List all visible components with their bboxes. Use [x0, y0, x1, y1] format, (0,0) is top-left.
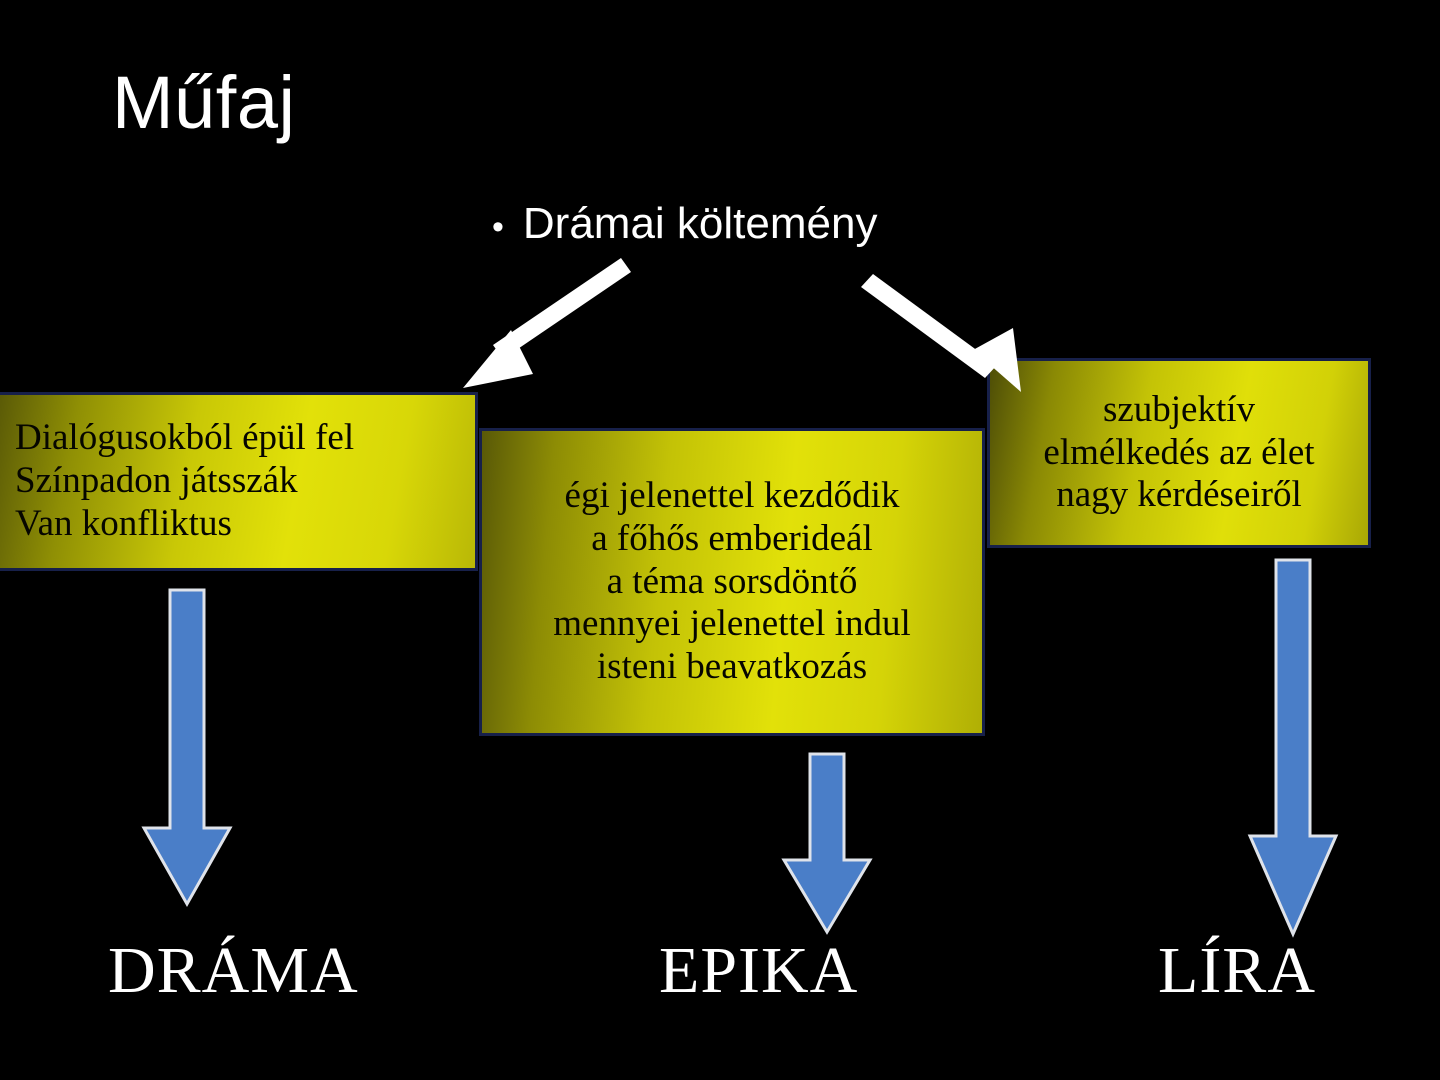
blue-arrow-down-lira-icon — [1238, 558, 1348, 943]
info-box-epika: égi jelenettel kezdődik a főhős emberide… — [479, 428, 985, 736]
blue-arrow-down-epika-icon — [772, 752, 882, 941]
info-box-lira-line-2: elmélkedés az élet — [1043, 431, 1315, 473]
page-title: Műfaj — [112, 61, 296, 144]
blue-arrow-down-drama-icon — [132, 588, 242, 913]
info-box-drama-line-2: Színpadon játsszák — [15, 460, 298, 502]
category-label-lira: LÍRA — [1158, 934, 1316, 1007]
bullet-item-dramai-koltemeny: • Drámai költemény — [492, 199, 877, 249]
white-arrow-to-lira-icon — [845, 268, 1035, 403]
info-box-epika-line-2: a főhős emberideál — [591, 517, 873, 559]
white-arrow-to-drama-icon — [445, 252, 635, 397]
info-box-lira: szubjektív elmélkedés az élet nagy kérdé… — [987, 358, 1371, 548]
info-box-drama-line-3: Van konfliktus — [15, 502, 232, 544]
info-box-drama-line-1: Dialógusokból épül fel — [15, 417, 355, 459]
info-box-epika-line-3: a téma sorsdöntő — [606, 560, 858, 602]
info-box-lira-line-3: nagy kérdéseiről — [1056, 474, 1302, 516]
category-label-epika: EPIKA — [659, 934, 859, 1007]
info-box-epika-line-1: égi jelenettel kezdődik — [564, 474, 900, 516]
bullet-dot-icon: • — [492, 208, 504, 246]
info-box-epika-line-5: isteni beavatkozás — [596, 646, 868, 688]
info-box-drama: Dialógusokból épül fel Színpadon játsszá… — [0, 392, 478, 571]
bullet-item-label: Drámai költemény — [522, 199, 878, 248]
info-box-lira-line-1: szubjektív — [1102, 388, 1256, 430]
category-label-drama: DRÁMA — [108, 934, 359, 1007]
info-box-epika-line-4: mennyei jelenettel indul — [553, 603, 911, 645]
